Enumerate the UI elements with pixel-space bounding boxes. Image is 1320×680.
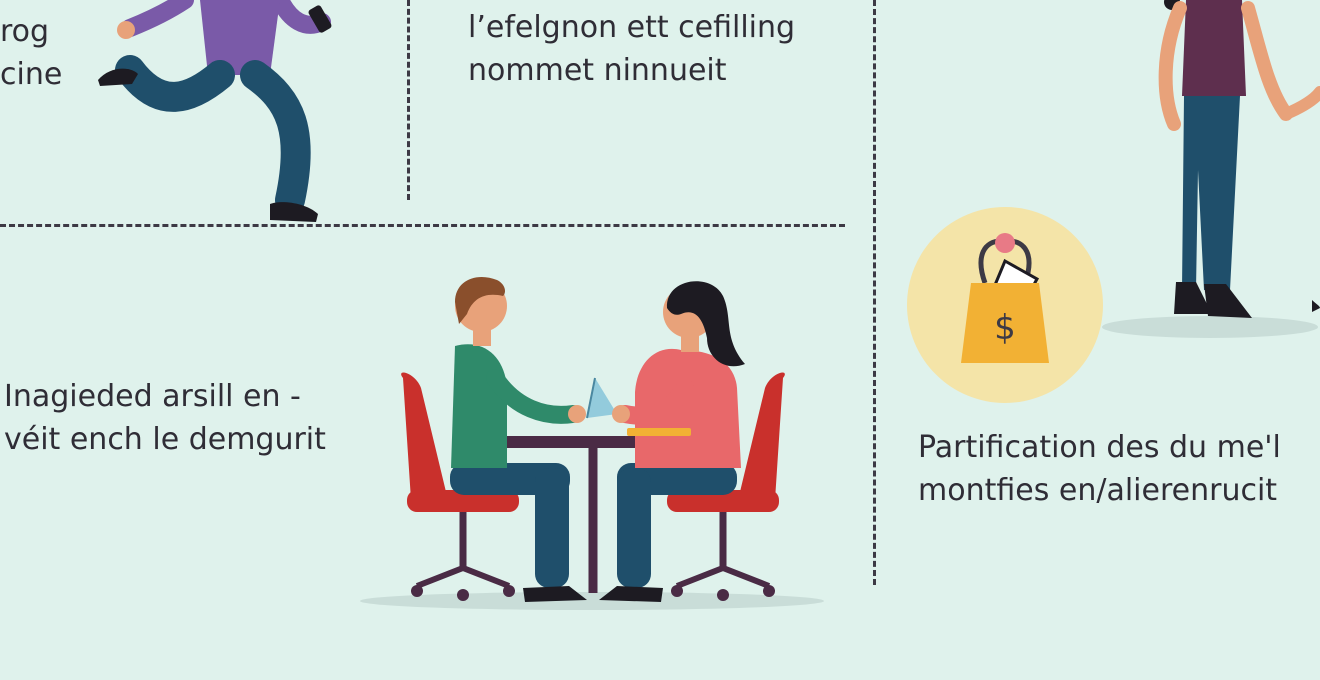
vertical-divider-right: [873, 0, 876, 585]
money-bag-badge: $: [907, 207, 1103, 403]
caption-middle-left: Inagieded arsill en - véit ench le demgu…: [4, 375, 326, 461]
horizontal-divider: [0, 224, 845, 227]
caption-top-middle: l’efelgnon ett cefilling nommet ninnueit: [468, 6, 795, 92]
caption-line: cine: [0, 57, 63, 92]
caption-line: Inagieded arsill en -: [4, 379, 301, 414]
caption-top-left: rog cine: [0, 10, 62, 96]
caption-line: nommet ninnueit: [468, 53, 727, 88]
meeting-illustration: [360, 276, 824, 610]
walking-person-illustration: [1102, 0, 1320, 338]
caption-line: rog: [0, 14, 50, 49]
vertical-divider-left: [407, 0, 410, 200]
caption-right: Partification des du me'l montfies en/al…: [918, 426, 1281, 512]
caption-line: Partification des du me'l: [918, 430, 1281, 465]
caption-line: véit ench le demgurit: [4, 422, 326, 457]
caption-line: l’efelgnon ett cefilling: [468, 10, 796, 45]
dollar-icon: $: [994, 308, 1016, 348]
running-person-illustration: [98, 0, 332, 222]
caption-line: montfies en/alierenrucit: [918, 473, 1278, 508]
